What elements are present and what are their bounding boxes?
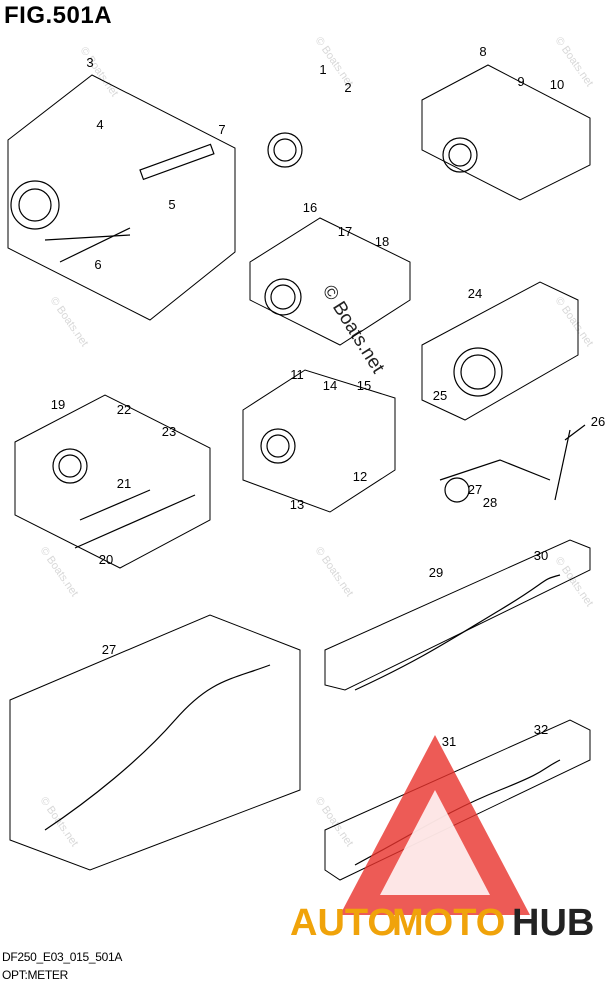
callout-13: 13 bbox=[290, 497, 304, 512]
watermark: © Boats.net bbox=[48, 295, 91, 349]
callout-26: 26 bbox=[591, 414, 605, 429]
callout-11: 11 bbox=[290, 367, 304, 382]
callout-6: 6 bbox=[94, 257, 101, 272]
gauge-19 bbox=[52, 448, 88, 484]
callout-5: 5 bbox=[168, 197, 175, 212]
callout-17: 17 bbox=[338, 224, 352, 239]
watermark: © Boats.net bbox=[78, 45, 121, 99]
panel-11 bbox=[242, 369, 396, 513]
panel-31 bbox=[324, 719, 591, 881]
part-drawings bbox=[10, 132, 586, 866]
callout-19: 19 bbox=[51, 397, 65, 412]
callout-1: 1 bbox=[319, 62, 326, 77]
watermark: © Boats.net bbox=[38, 795, 81, 849]
callouts: 1 2 3 4 7 5 6 8 9 10 16 17 18 24 25 11 1… bbox=[51, 44, 605, 749]
panel-8 bbox=[421, 64, 591, 201]
gauge-11 bbox=[260, 428, 296, 464]
gauge-16 bbox=[264, 278, 302, 316]
callout-16: 16 bbox=[303, 200, 317, 215]
lever-27 bbox=[439, 459, 551, 481]
panel-24 bbox=[421, 281, 579, 421]
figure-title: FIG.501A bbox=[4, 2, 113, 29]
callout-30: 30 bbox=[534, 548, 548, 563]
callout-29: 29 bbox=[429, 565, 443, 580]
callout-18: 18 bbox=[375, 234, 389, 249]
watermark: © Boats.net bbox=[313, 545, 356, 599]
callout-24: 24 bbox=[468, 286, 482, 301]
callout-21: 21 bbox=[117, 476, 131, 491]
callout-31: 31 bbox=[442, 734, 456, 749]
panel-16 bbox=[249, 217, 411, 346]
callout-9: 9 bbox=[517, 74, 524, 89]
watermark-large: © Boats.net bbox=[318, 282, 389, 378]
callout-32: 32 bbox=[534, 722, 548, 737]
callout-4: 4 bbox=[96, 117, 103, 132]
gauge-8 bbox=[442, 137, 478, 173]
watermark: © Boats.net bbox=[553, 295, 596, 349]
diagram-code: DF250_E03_015_501A bbox=[2, 950, 123, 964]
callout-12: 12 bbox=[353, 469, 367, 484]
callout-28: 28 bbox=[483, 495, 497, 510]
callout-2: 2 bbox=[344, 80, 351, 95]
gauge-1 bbox=[267, 132, 303, 168]
watermarks: © Boats.net © Boats.net © Boats.net © Bo… bbox=[38, 35, 596, 849]
logo-text-auto: AUTO bbox=[290, 902, 397, 944]
logo-text-moto: MOTO bbox=[392, 902, 505, 944]
watermark: © Boats.net bbox=[553, 555, 596, 609]
panels bbox=[7, 64, 591, 881]
callout-7: 7 bbox=[218, 122, 225, 137]
panel-29 bbox=[324, 539, 591, 691]
callout-10: 10 bbox=[550, 77, 564, 92]
callout-27b: 27 bbox=[102, 642, 116, 657]
automotohub-logo: AUTO MOTO HUB bbox=[290, 735, 594, 944]
watermark: © Boats.net bbox=[38, 545, 81, 599]
callout-25: 25 bbox=[433, 388, 447, 403]
watermark: © Boats.net bbox=[313, 795, 356, 849]
callout-3: 3 bbox=[86, 55, 93, 70]
callout-22: 22 bbox=[117, 402, 131, 417]
diagram-name: OPT:METER bbox=[2, 968, 68, 982]
panel-3 bbox=[7, 74, 236, 321]
panel-27 bbox=[9, 614, 301, 871]
callout-15: 15 bbox=[357, 378, 371, 393]
callout-14: 14 bbox=[323, 378, 337, 393]
gauge-24 bbox=[453, 347, 503, 397]
callout-8: 8 bbox=[479, 44, 486, 59]
gauge-3 bbox=[10, 180, 60, 230]
callout-27a: 27 bbox=[468, 482, 482, 497]
callout-20: 20 bbox=[99, 552, 113, 567]
panel-19 bbox=[14, 394, 211, 569]
logo-text-hub: HUB bbox=[512, 902, 594, 944]
callout-23: 23 bbox=[162, 424, 176, 439]
